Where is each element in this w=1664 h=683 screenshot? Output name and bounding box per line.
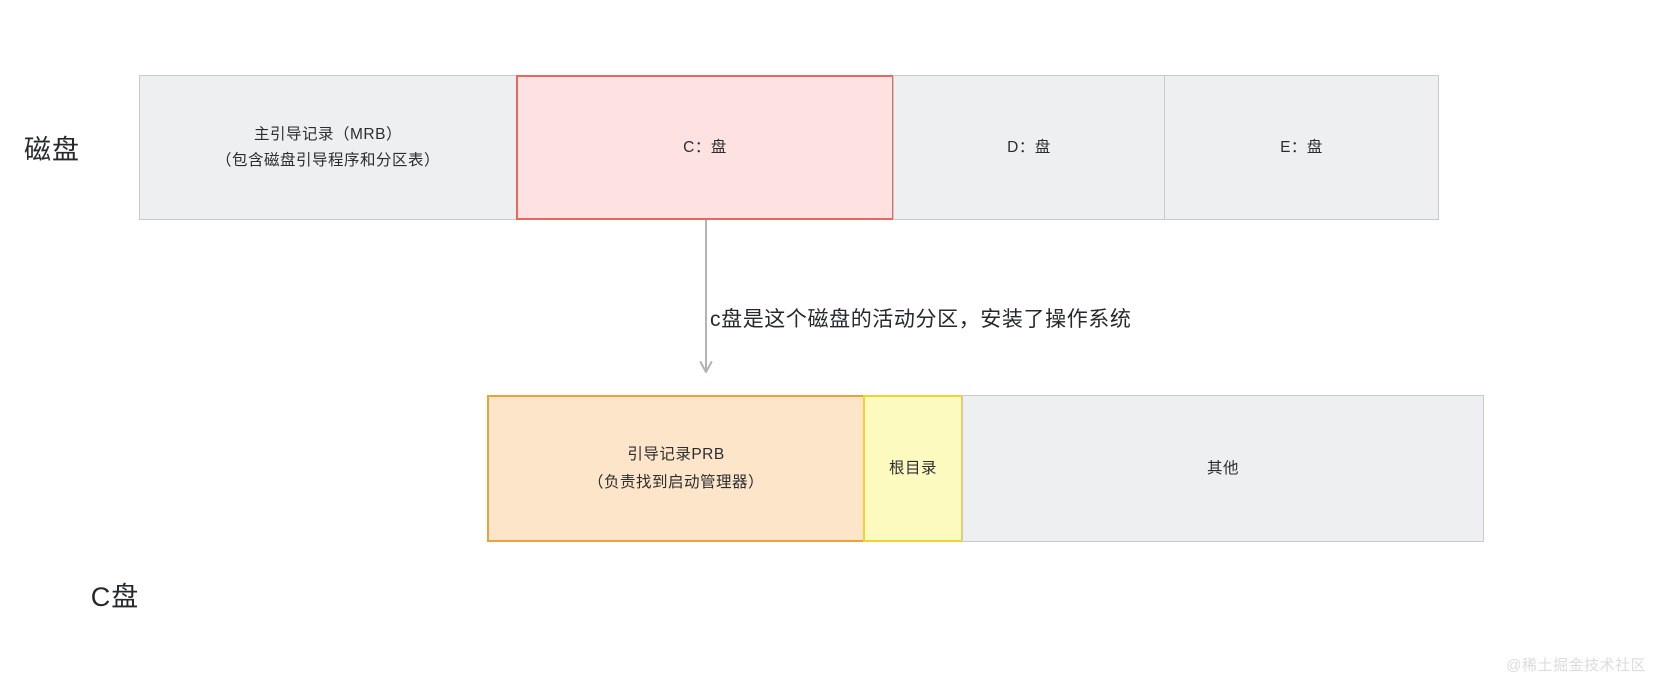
cdrive-section-root-dir[interactable]: 根目录 [863,395,963,542]
watermark: @稀土掘金技术社区 [1506,657,1646,674]
cdrive-section-pbr-line2: （负责找到启动管理器） [587,473,764,491]
partition-drive-d-label: D：盘 [1007,138,1051,156]
cdrive-section-other[interactable]: 其他 [962,395,1484,542]
disk-partition-bar: 主引导记录（MRB） （包含磁盘引导程序和分区表） C：盘 D：盘 E：盘 [139,75,1439,220]
partition-drive-c[interactable]: C：盘 [516,75,894,220]
cdrive-section-root-dir-label: 根目录 [888,459,937,477]
cdrive-section-other-label: 其他 [1206,459,1239,477]
partition-drive-c-label: C：盘 [683,138,727,156]
partition-drive-d[interactable]: D：盘 [893,75,1165,220]
cdrive-section-pbr-line1: 引导记录PRB [627,446,725,464]
cdrive-layout-bar: 引导记录PRB （负责找到启动管理器） 根目录 其他 [487,395,1484,542]
arrow-down-icon [699,220,713,373]
partition-mbr-line1: 主引导记录（MRB） [254,125,402,143]
connector-arrow [699,220,713,380]
partition-drive-e[interactable]: E：盘 [1164,75,1439,220]
partition-drive-e-label: E：盘 [1280,138,1323,156]
cdrive-section-pbr[interactable]: 引导记录PRB （负责找到启动管理器） [487,395,865,542]
annotation-text: c盘是这个磁盘的活动分区，安装了操作系统 [710,308,1132,331]
partition-mbr-line2: （包含磁盘引导程序和分区表） [215,151,440,169]
disk-label: 磁盘 [24,135,80,165]
partition-mbr[interactable]: 主引导记录（MRB） （包含磁盘引导程序和分区表） [139,75,517,220]
cdrive-caption: C盘 [0,575,1664,614]
cdrive-caption-text: C盘 [90,582,140,612]
